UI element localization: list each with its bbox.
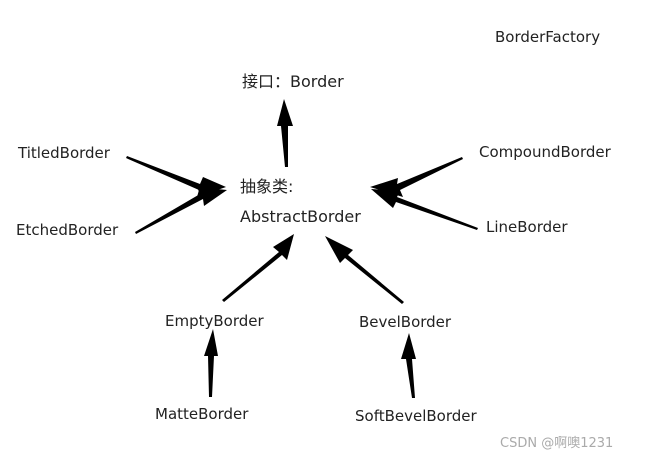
- node-line-border: LineBorder: [486, 218, 568, 236]
- node-abstract-border: AbstractBorder: [240, 207, 361, 226]
- arrow-abstract-to-border: [277, 99, 293, 167]
- arrow-matte-to-empty: [204, 329, 218, 397]
- arrow-empty-to-abstract: [222, 234, 294, 302]
- node-bevel-border: BevelBorder: [359, 313, 452, 331]
- watermark: CSDN @啊噢1231: [500, 436, 614, 451]
- node-titled-border: TitledBorder: [18, 144, 110, 162]
- node-compound-border: CompoundBorder: [479, 143, 611, 161]
- node-softbevel-border: SoftBevelBorder: [355, 407, 477, 425]
- node-border-interface: 接口：Border: [242, 72, 344, 91]
- arrow-etched-to-abstract: [135, 187, 227, 234]
- node-etched-border: EtchedBorder: [16, 221, 119, 239]
- arrow-line-to-abstract: [371, 189, 478, 230]
- node-empty-border: EmptyBorder: [165, 312, 264, 330]
- node-matte-border: MatteBorder: [155, 405, 249, 423]
- arrow-softbevel-to-bevel: [401, 333, 416, 398]
- arrow-titled-to-abstract: [126, 156, 226, 197]
- arrow-bevel-to-abstract: [325, 236, 404, 304]
- node-abstract-prefix: 抽象类:: [240, 177, 294, 196]
- arrow-compound-to-abstract: [370, 157, 463, 197]
- diagram-title: BorderFactory: [495, 28, 601, 46]
